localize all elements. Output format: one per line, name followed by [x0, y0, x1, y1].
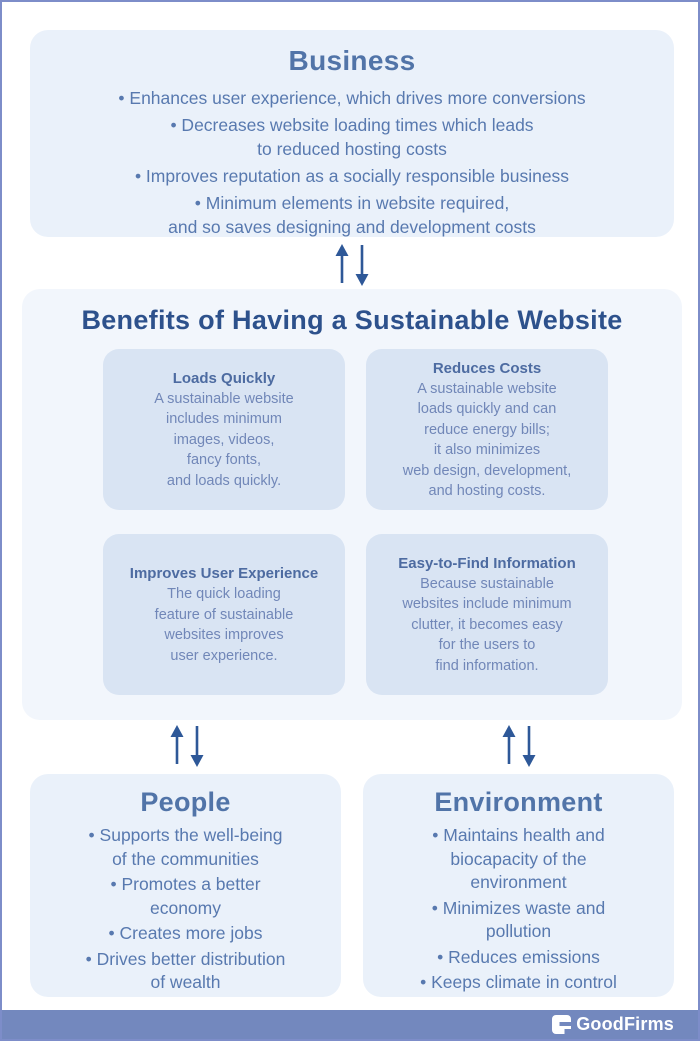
footer-bar: GoodFirms [2, 1010, 698, 1039]
up-arrow-icon [170, 725, 184, 737]
business-bullet: • Decreases website loading times which … [170, 115, 534, 159]
business-bullet: • Improves reputation as a socially resp… [134, 166, 570, 186]
people-bullet: • Drives better distribution of wealth [85, 948, 286, 993]
environment-bullet: • Maintains health and biocapacity of th… [432, 825, 605, 892]
benefit-card-body: A sustainable website includes minimum i… [154, 390, 294, 489]
benefits-people-connector [164, 724, 210, 773]
environment-title: Environment [434, 787, 603, 817]
benefit-card-body: A sustainable website loads quickly and … [402, 380, 572, 500]
business-benefits-connector [2, 242, 698, 288]
business-card: Business • Enhances user experience, whi… [30, 30, 674, 237]
down-arrow-icon [522, 755, 536, 767]
benefit-card-reduces-costs: Reduces Costs A sustainable website load… [366, 349, 608, 510]
environment-bullet: • Reduces emissions [437, 946, 600, 967]
goodfirms-brand-text: GoodFirms [576, 1014, 674, 1034]
people-card: People • Supports the well-being of the … [30, 774, 341, 997]
benefit-card-body: The quick loading feature of sustainable… [154, 586, 294, 664]
business-bullet: • Enhances user experience, which drives… [118, 88, 586, 108]
benefit-card-title: Easy-to-Find Information [398, 554, 576, 572]
business-title: Business [288, 45, 416, 76]
up-arrow-icon [502, 725, 516, 737]
business-bullet-list: • Enhances user experience, which drives… [48, 86, 656, 239]
benefit-card-easy-to-find-information: Easy-to-Find Information Because sustain… [366, 534, 608, 695]
people-bullet: • Promotes a better economy [110, 874, 261, 918]
benefits-card-grid: Loads Quickly A sustainable website incl… [103, 349, 608, 695]
down-arrow-icon [190, 755, 204, 767]
updown-arrows-icon [502, 725, 536, 767]
business-bullet: • Minimum elements in website required, … [168, 193, 536, 237]
benefits-section: Benefits of Having a Sustainable Website… [22, 289, 682, 720]
benefits-environment-connector [496, 724, 542, 773]
benefit-card-title: Improves User Experience [129, 565, 319, 582]
benefit-card-loads-quickly: Loads Quickly A sustainable website incl… [103, 349, 345, 510]
updown-arrows-icon [170, 725, 204, 767]
environment-bullet: • Keeps climate in control [420, 972, 617, 992]
updown-arrows-icon [335, 244, 369, 286]
benefit-card-title: Reduces Costs [432, 359, 542, 377]
environment-bullet-list: • Maintains health and biocapacity of th… [369, 824, 668, 995]
environment-bullet: • Minimizes waste and pollution [431, 897, 606, 942]
benefit-card-title: Loads Quickly [172, 369, 276, 387]
goodfirms-brand: GoodFirms [552, 1014, 674, 1035]
goodfirms-logo-icon [552, 1015, 572, 1034]
environment-card: Environment • Maintains health and bioca… [363, 774, 674, 997]
people-bullet-list: • Supports the well-being of the communi… [36, 824, 335, 995]
people-bullet: • Supports the well-being of the communi… [88, 825, 283, 869]
benefit-card-improves-user-experience: Improves User Experience The quick loadi… [103, 534, 345, 695]
down-arrow-icon [355, 274, 369, 286]
people-title: People [140, 787, 231, 817]
benefits-main-title: Benefits of Having a Sustainable Website [81, 305, 623, 335]
up-arrow-icon [335, 244, 349, 256]
benefit-card-body: Because sustainable websites include min… [402, 575, 572, 674]
people-bullet: • Creates more jobs [108, 923, 263, 943]
